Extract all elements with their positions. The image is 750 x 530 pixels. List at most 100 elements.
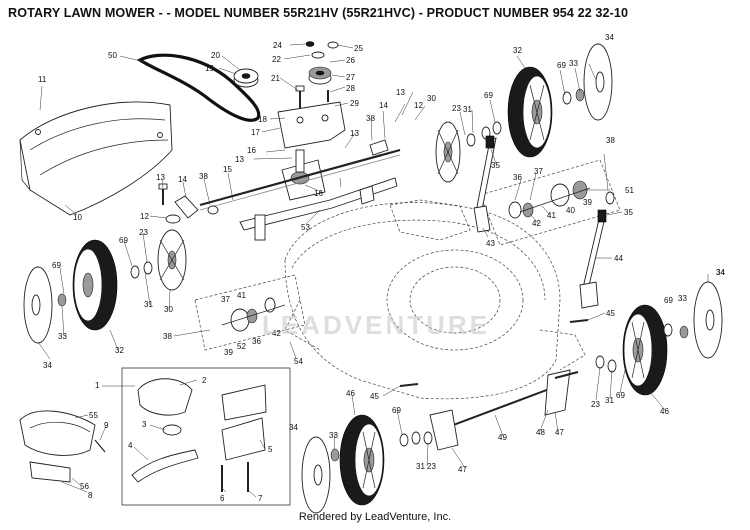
- wheel-46-front-left: [339, 414, 385, 506]
- callout-6: 6: [220, 494, 225, 503]
- callout-69-farright: 69: [664, 296, 673, 305]
- callout-31-left: 31: [144, 300, 153, 309]
- callout-46-right: 46: [660, 407, 669, 416]
- footer-credit: Rendered by LeadVenture, Inc.: [298, 511, 452, 523]
- callout-30-left: 30: [164, 305, 173, 314]
- callout-34-right: 34: [716, 268, 725, 277]
- callout-55: 55: [89, 411, 98, 420]
- callout-69-leftwheel: 69: [119, 236, 128, 245]
- drive-belt: [136, 53, 261, 122]
- callout-12-lowleft: 12: [140, 212, 149, 221]
- grass-deflector-55: [19, 410, 106, 483]
- mower-deck: [284, 199, 586, 400]
- callout-17: 17: [251, 128, 260, 137]
- callout-8: 8: [88, 491, 93, 500]
- callout-45-mid: 45: [370, 392, 379, 401]
- callout-34-frontleft: 34: [289, 423, 298, 432]
- callout-41-low: 41: [237, 291, 246, 300]
- callout-37-top: 37: [534, 167, 543, 176]
- callout-35-mid: 35: [491, 161, 500, 170]
- callout-34-farright: 34: [716, 268, 725, 277]
- callout-36-low: 36: [252, 337, 261, 346]
- hubcaps: [23, 43, 723, 514]
- callout-54: 54: [294, 357, 303, 366]
- callout-46-left: 46: [346, 389, 355, 398]
- height-lever-right-rear: [473, 135, 497, 233]
- callout-52: 52: [237, 342, 246, 351]
- kit-box-1: [121, 367, 291, 506]
- callout-2: 2: [202, 376, 207, 385]
- callout-69-front: 69: [616, 391, 625, 400]
- callout-31-top: 31: [463, 105, 472, 114]
- callout-1: 1: [95, 381, 100, 390]
- callout-56: 56: [80, 482, 89, 491]
- callout-32-left: 32: [115, 346, 124, 355]
- callout-16-low: 16: [314, 189, 323, 198]
- callout-31-front: 31: [605, 396, 614, 405]
- callout-48: 48: [536, 428, 545, 437]
- callout-33-top: 33: [569, 59, 578, 68]
- wheel-32-rear-right: [507, 66, 553, 158]
- leader-lines: [37, 43, 709, 498]
- callout-40: 40: [566, 206, 575, 215]
- callout-69-frontleft: 69: [392, 406, 401, 415]
- callout-31-frontleft: 31: [416, 462, 425, 471]
- callout-32-top: 32: [513, 46, 522, 55]
- callout-14-top: 14: [379, 101, 388, 110]
- callout-33-frontleft: 33: [329, 431, 338, 440]
- diagram-title: ROTARY LAWN MOWER - - MODEL NUMBER 55R21…: [8, 6, 629, 20]
- callout-10: 10: [73, 213, 82, 222]
- callout-39-low: 39: [224, 348, 233, 357]
- callout-15: 15: [223, 165, 232, 174]
- callout-38-right: 38: [606, 136, 615, 145]
- callout-50: 50: [108, 51, 117, 60]
- gear-assembly-box-54: [194, 274, 306, 351]
- height-adjust-53: [239, 177, 398, 241]
- callout-42-low: 42: [272, 329, 281, 338]
- wheel-32-rear-left: [72, 239, 118, 331]
- callout-36: 36: [513, 173, 522, 182]
- callout-35-right: 35: [624, 208, 633, 217]
- wheel-hub-30-right: [435, 121, 461, 183]
- callout-21: 21: [271, 74, 280, 83]
- callout-69-top: 69: [484, 91, 493, 100]
- callout-13-mid: 13: [350, 129, 359, 138]
- callout-41-top: 41: [547, 211, 556, 220]
- callout-3: 3: [142, 420, 147, 429]
- callout-19: 19: [205, 64, 214, 73]
- front-linkage-49: [429, 369, 579, 451]
- callout-23-frontleft: 23: [427, 462, 436, 471]
- gear-case-bracket: [277, 101, 346, 149]
- callout-47-right: 47: [555, 428, 564, 437]
- callout-43: 43: [486, 239, 495, 248]
- callout-14-lowleft: 14: [178, 175, 187, 184]
- left-rear-hardware: [158, 183, 219, 224]
- callout-33-left: 33: [58, 332, 67, 341]
- callout-4: 4: [128, 441, 133, 450]
- watermark: LEADVENTURE: [262, 310, 491, 340]
- callout-29: 29: [350, 99, 359, 108]
- callout-23-front: 23: [591, 400, 600, 409]
- callout-69-leftcap: 69: [52, 261, 61, 270]
- callout-22: 22: [272, 55, 281, 64]
- callout-7: 7: [258, 494, 263, 503]
- callout-39-top: 39: [583, 198, 592, 207]
- wheel-46-front-right: [622, 304, 668, 396]
- callout-47-left: 47: [458, 465, 467, 474]
- gear-26: [305, 41, 339, 85]
- rear-axle: [199, 139, 401, 211]
- pulley-19: [233, 68, 259, 88]
- callout-13-lowleft: 13: [156, 173, 165, 182]
- callout-38-low: 38: [163, 332, 172, 341]
- callout-26: 26: [346, 56, 355, 65]
- callout-23-leftwheel: 23: [139, 228, 148, 237]
- callout-34-top: 34: [605, 33, 614, 42]
- callout-38-top: 38: [366, 114, 375, 123]
- callout-27: 27: [346, 73, 355, 82]
- callout-33-farright: 33: [678, 294, 687, 303]
- callout-34-left: 34: [43, 361, 52, 370]
- callout-45-right: 45: [606, 309, 615, 318]
- gear-case: [281, 149, 326, 201]
- callout-69-top-right: 69: [557, 61, 566, 70]
